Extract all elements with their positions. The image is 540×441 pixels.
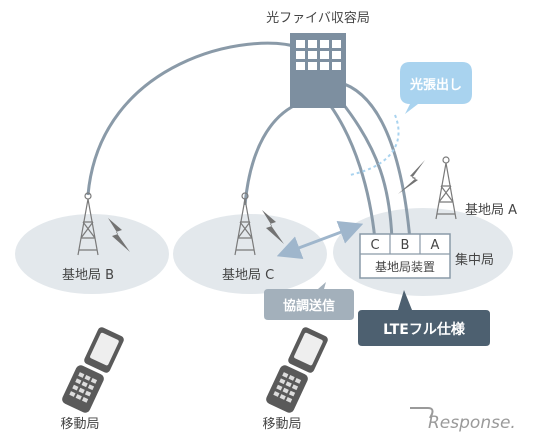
building-window xyxy=(332,62,341,70)
tower-a-icon xyxy=(435,156,457,220)
central-station-label: 集中局 xyxy=(455,252,494,268)
mobile-station-right-label: 移動局 xyxy=(262,417,301,432)
mobile-phone-right-icon xyxy=(266,327,328,413)
building-window xyxy=(308,40,317,48)
lte-callout: LTEフル仕様 xyxy=(358,290,490,346)
coverage-ellipse-b xyxy=(15,214,169,294)
fiber-link-c xyxy=(243,101,301,206)
coordinated-transmission-callout: 協調送信 xyxy=(264,282,354,320)
fiber-extension-arc xyxy=(349,114,400,176)
slot-b-label: B xyxy=(401,238,410,253)
radio-bolts xyxy=(108,160,425,252)
bolt-c-icon xyxy=(262,210,284,244)
svg-text:協調送信: 協調送信 xyxy=(283,298,335,314)
svg-text:LTEフル仕様: LTEフル仕様 xyxy=(383,321,466,338)
building-window xyxy=(320,62,329,70)
svg-text:Response.: Response. xyxy=(428,413,516,433)
bolt-a-icon xyxy=(398,160,425,194)
equipment-label: 基地局装置 xyxy=(375,260,435,274)
fiber-link-a xyxy=(337,80,412,241)
base-station-a-label: 基地局 A xyxy=(465,203,517,218)
fiber-link-2 xyxy=(338,99,394,241)
building-window xyxy=(308,62,317,70)
tower-b-icon xyxy=(77,192,99,256)
building-window xyxy=(308,51,317,59)
coordination-arrow xyxy=(276,220,364,260)
fiber-link-b xyxy=(86,41,301,196)
building-window xyxy=(332,40,341,48)
tower-c-icon xyxy=(234,192,256,256)
building-window xyxy=(296,62,305,70)
labels: 光ファイバ収容局 基地局 A 基地局 B 基地局 C 集中局 移動局 移動局 xyxy=(60,10,517,432)
slot-c-label: C xyxy=(370,238,379,253)
building-window xyxy=(320,40,329,48)
building-window xyxy=(296,51,305,59)
towers xyxy=(77,156,457,256)
mobile-station-left-label: 移動局 xyxy=(60,417,99,432)
building-window xyxy=(320,51,329,59)
response-watermark: Response. xyxy=(410,407,516,433)
slot-a-label: A xyxy=(431,238,440,253)
fiber-center-label: 光ファイバ収容局 xyxy=(266,10,370,26)
fiber-center-building xyxy=(290,33,346,108)
fiber-link-1 xyxy=(328,104,377,241)
building-window xyxy=(332,51,341,59)
fiber-extension-callout: 光張出し xyxy=(400,62,472,114)
svg-text:光張出し: 光張出し xyxy=(409,77,462,93)
fiber-links xyxy=(86,41,412,241)
base-station-b-label: 基地局 B xyxy=(62,268,114,283)
bolt-b-icon xyxy=(108,218,130,252)
mobile-phone-left-icon xyxy=(62,327,124,413)
building-window xyxy=(296,40,305,48)
base-station-equipment: C B A 基地局装置 xyxy=(359,233,451,279)
base-station-c-label: 基地局 C xyxy=(222,268,274,283)
